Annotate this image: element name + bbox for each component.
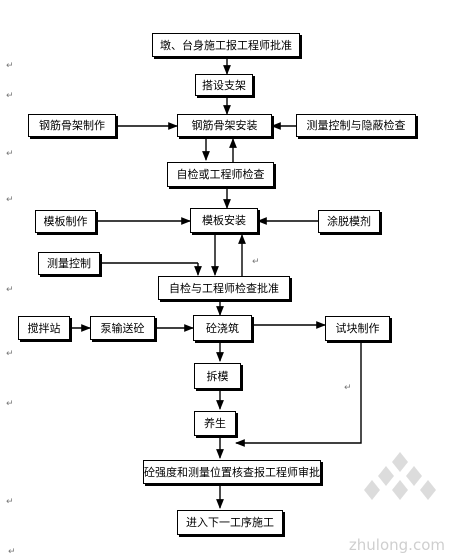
node-release-agent: 涂脱模剂 [318, 210, 380, 233]
return-mark: ↵ [6, 61, 14, 71]
return-mark: ↵ [6, 399, 14, 409]
node-demold: 拆模 [194, 363, 241, 389]
node-curing: 养生 [194, 411, 236, 436]
node-formwork-install: 模板安装 [190, 208, 258, 233]
node-mixing-station: 搅拌站 [18, 316, 70, 340]
node-rebar-install: 钢筋骨架安装 [177, 114, 272, 137]
node-pump-transport: 泵输送砼 [90, 316, 155, 340]
return-mark: ↵ [6, 149, 14, 159]
return-mark: ↵ [6, 285, 14, 295]
node-pour: 砼浇筑 [193, 315, 252, 341]
return-mark: ↵ [6, 349, 14, 359]
node-next-step: 进入下一工序施工 [177, 510, 283, 535]
return-mark: ↵ [6, 497, 14, 507]
watermark-logo [364, 452, 436, 500]
node-survey-hidden: 测量控制与隐蔽检查 [296, 114, 416, 137]
node-formwork-make: 模板制作 [35, 210, 96, 233]
node-erect-support: 搭设支架 [195, 74, 253, 96]
arrow-specimen-to-curing [235, 341, 362, 447]
return-mark: ↵ [6, 195, 14, 205]
node-survey: 测量控制 [38, 252, 100, 275]
return-mark: ↵ [8, 547, 16, 557]
return-mark: ↵ [6, 91, 14, 101]
return-mark: ↵ [344, 383, 352, 393]
node-rebar-make: 钢筋骨架制作 [28, 114, 116, 137]
node-self-check-1: 自检或工程师检查 [167, 162, 274, 187]
node-approval-top: 墩、台身施工报工程师批准 [152, 33, 300, 57]
node-strength-check: 砼强度和测量位置核查报工程师审批 [143, 460, 321, 484]
node-self-check-2: 自检与工程师检查批准 [158, 276, 290, 300]
return-mark: ↵ [252, 257, 260, 267]
node-specimen: 试块制作 [325, 316, 390, 341]
watermark-text: zhulong.com [348, 536, 445, 554]
